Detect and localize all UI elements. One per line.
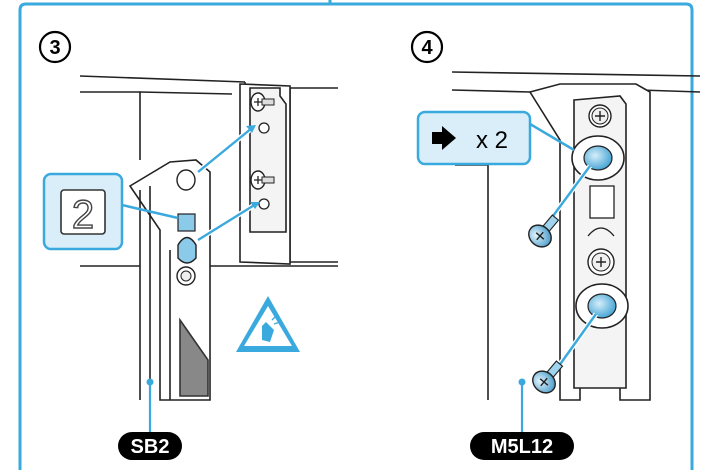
stand-post-left [128, 159, 211, 401]
quantity-callout: x 2 [416, 110, 575, 166]
sb2-label: SB2 [131, 436, 170, 458]
callout-number: 2 [72, 193, 94, 237]
sb2-leader [146, 378, 154, 432]
bracket-screw-icon [587, 104, 615, 276]
m5l12-leader [518, 378, 526, 432]
step-4-panel: 4 [410, 30, 701, 460]
screw-arrow-icon [432, 126, 456, 150]
step-4-number-badge: 4 [410, 30, 444, 64]
step-3-number: 3 [49, 37, 60, 59]
quantity-label: x 2 [476, 127, 508, 154]
m5l12-screw-icon [528, 214, 564, 394]
step-4-number: 4 [421, 37, 433, 59]
insert-arrow-icon [197, 127, 257, 242]
hole-2-callout-icon: 2 [42, 172, 179, 251]
sb2-tag: SB2 [118, 432, 182, 460]
m5l12-tag: M5L12 [470, 432, 574, 460]
insert-arrow-icon [549, 165, 597, 371]
bracket-hole [258, 122, 270, 210]
step-3-panel: 3 [38, 30, 338, 460]
m5l12-label: M5L12 [491, 436, 553, 458]
outer-frame [18, 0, 694, 470]
mount-bracket-top [239, 83, 291, 265]
arrow-head [246, 125, 260, 209]
screw-icon [250, 92, 275, 190]
target-hole [571, 135, 629, 329]
pinch-warning-icon [236, 296, 300, 352]
bracket-slot [587, 185, 615, 237]
post-hole [176, 169, 197, 286]
step-3-number-badge: 3 [38, 30, 72, 64]
